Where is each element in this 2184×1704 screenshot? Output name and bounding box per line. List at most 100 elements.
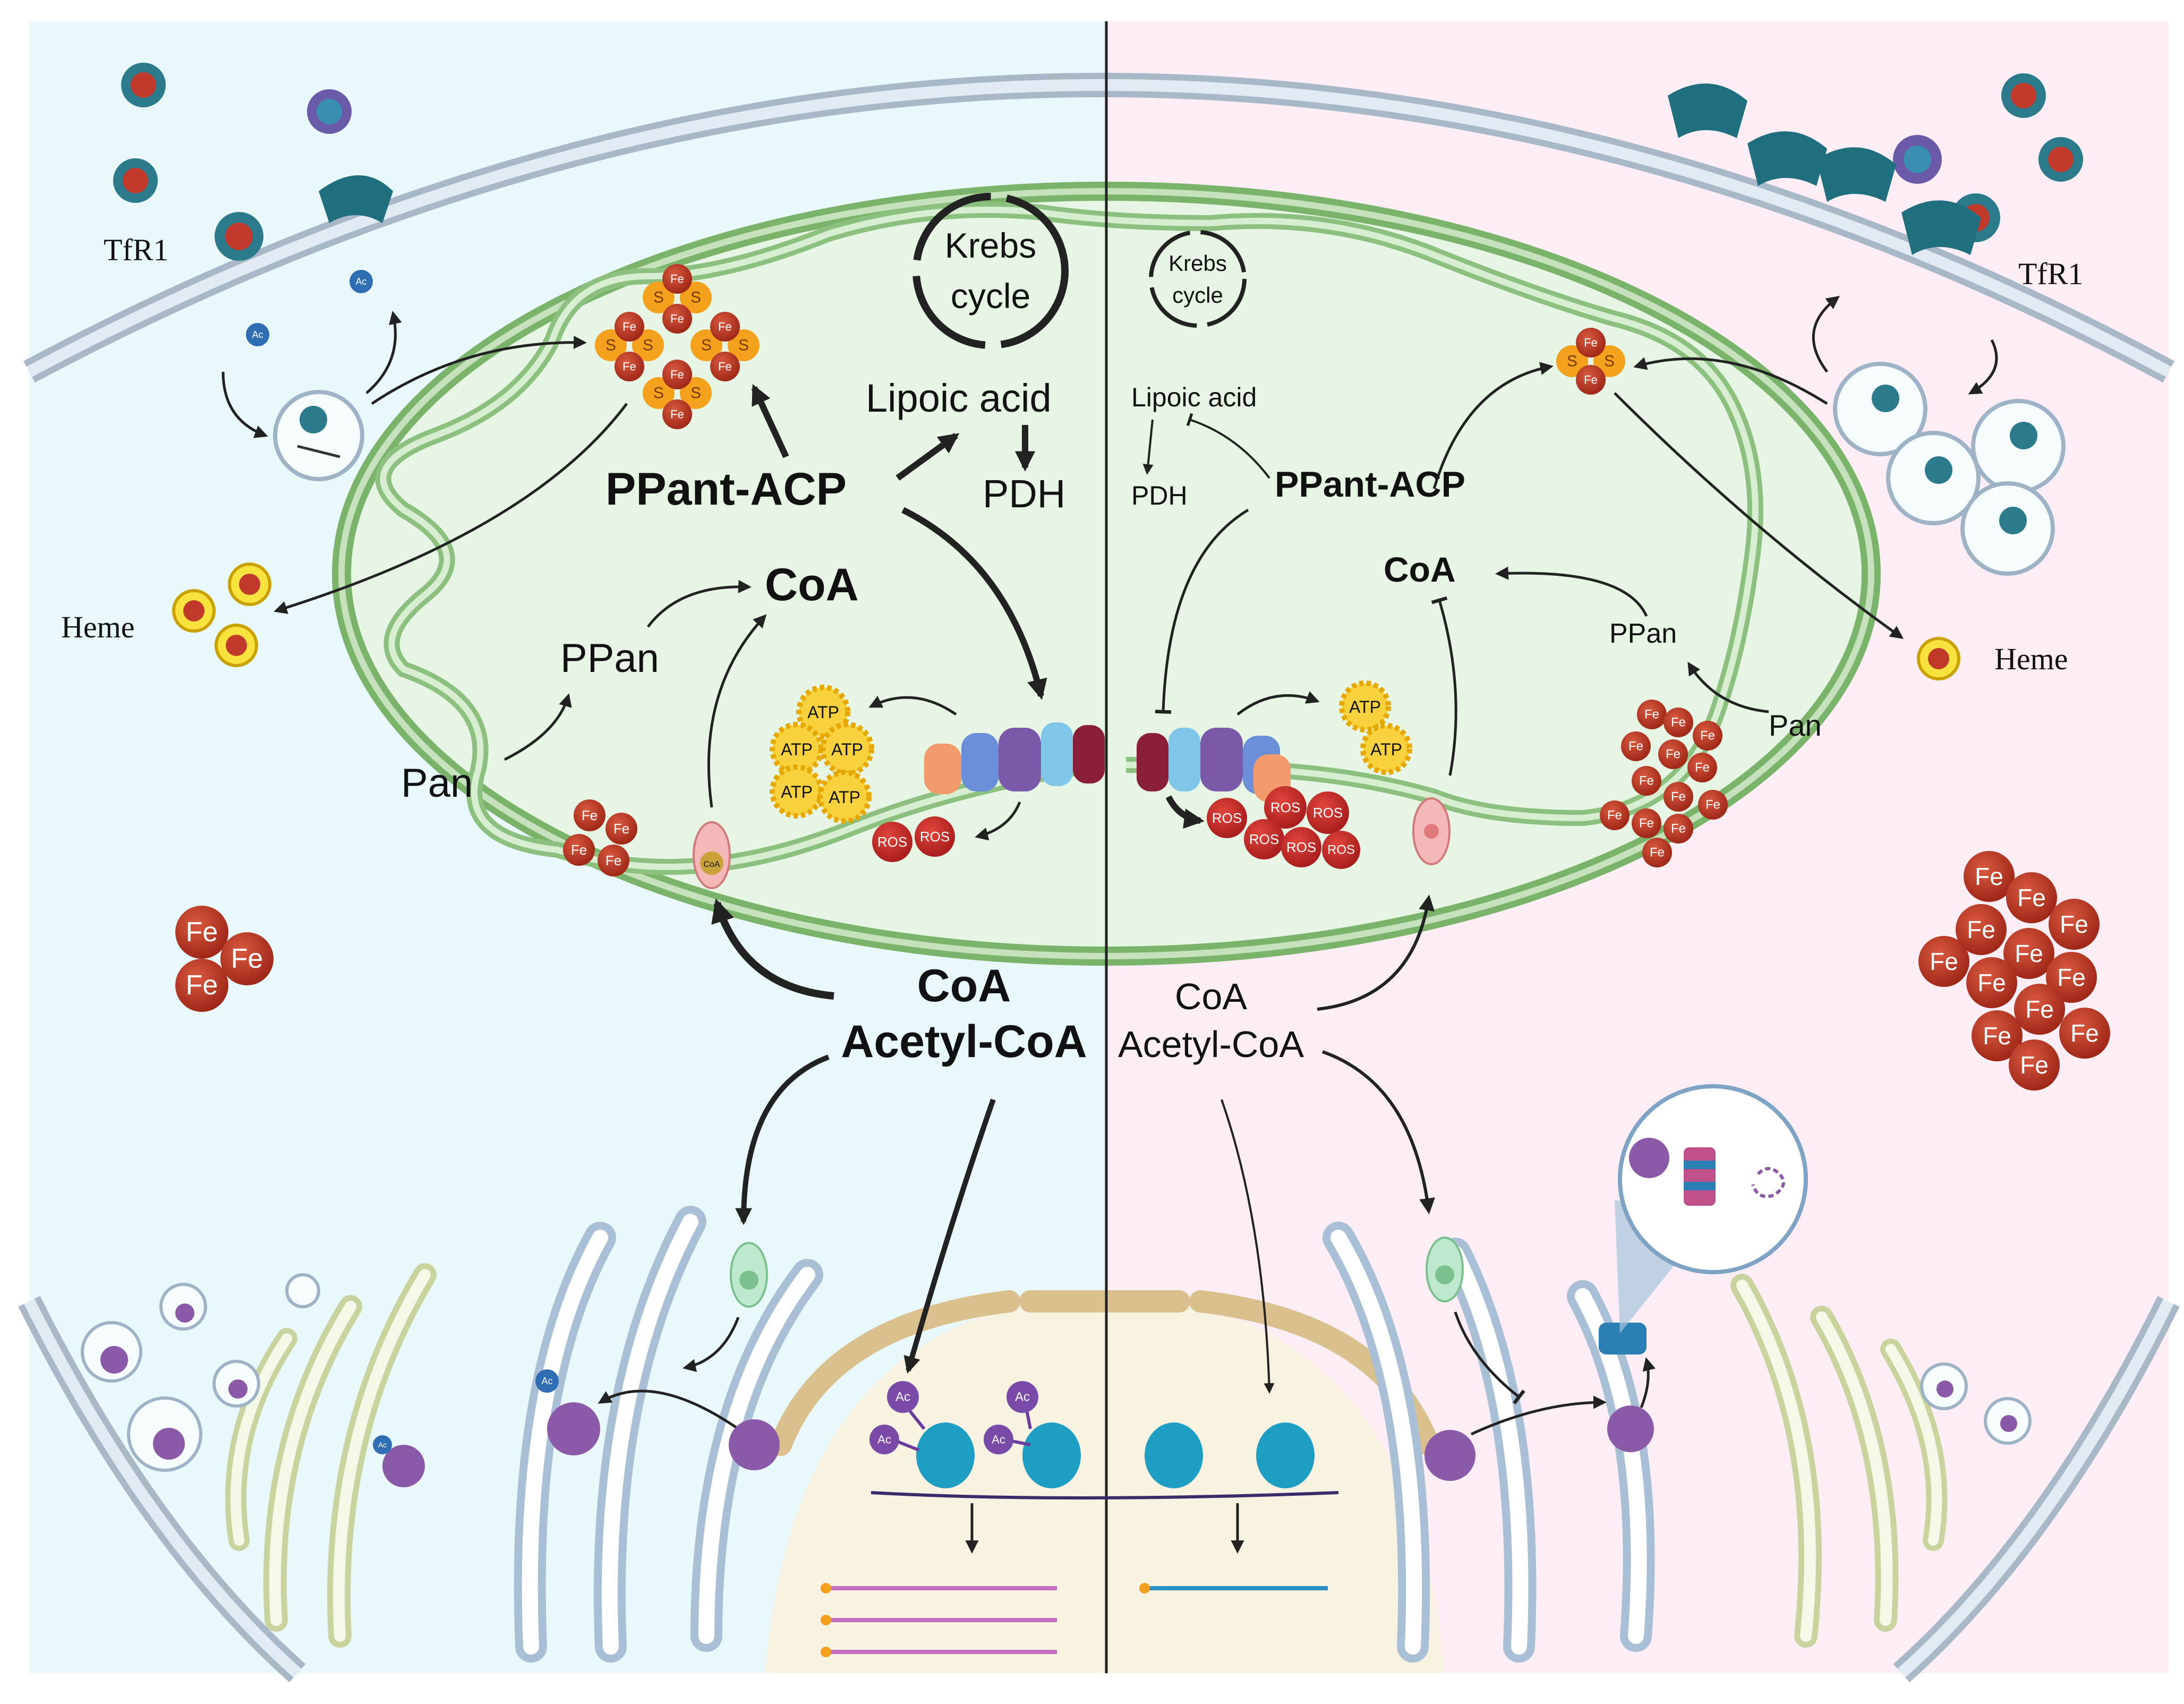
svg-text:ROS: ROS <box>920 829 950 845</box>
svg-text:ATP: ATP <box>781 782 813 802</box>
endosome-icon <box>273 390 364 481</box>
transporter-icon-golgi-right <box>1426 1237 1464 1302</box>
svg-text:Fe: Fe <box>718 360 732 373</box>
transcript-icon-left <box>821 1583 1057 1657</box>
svg-text:ROS: ROS <box>1327 843 1355 857</box>
lipoic-acid-label-right: Lipoic acid <box>1131 382 1257 412</box>
heme-label-left: Heme <box>61 610 135 644</box>
svg-text:S: S <box>1567 353 1577 370</box>
pan-label-left: Pan <box>401 761 473 806</box>
krebs-label-right-2: cycle <box>1172 283 1223 308</box>
svg-text:Ac: Ac <box>895 1390 910 1404</box>
histone-icon-right <box>1145 1422 1315 1488</box>
svg-text:Fe: Fe <box>1671 822 1686 836</box>
fe-sphere-icon-cytosol-left: Fe Fe Fe <box>175 906 274 1012</box>
nuclear-envelope-left <box>770 1290 1020 1456</box>
transferrin-receptor-icon <box>113 63 393 261</box>
coa-cyto-label-right: CoA <box>1175 976 1247 1017</box>
ppan-label-left: PPan <box>560 636 659 681</box>
pdh-label-right: PDH <box>1131 481 1188 510</box>
svg-text:Fe: Fe <box>1628 739 1643 754</box>
electron-transport-chain-left <box>924 722 1105 794</box>
vesicle-icon-right <box>1920 1362 2032 1445</box>
svg-text:S: S <box>605 337 616 354</box>
fe-sphere-icon-matrix-right: Fe Fe Fe Fe Fe Fe Fe Fe Fe Fe Fe Fe Fe <box>1600 700 1728 867</box>
svg-text:Fe: Fe <box>2057 964 2086 991</box>
svg-text:Fe: Fe <box>2017 884 2046 911</box>
transporter-icon-right <box>1412 797 1451 865</box>
svg-text:Fe: Fe <box>622 360 636 373</box>
svg-text:Fe: Fe <box>718 320 732 334</box>
histone-icon-left: Ac Ac Ac Ac <box>869 1381 1339 1499</box>
ros-sphere-icon-left: ROS ROS <box>872 816 955 862</box>
svg-text:ATP: ATP <box>1349 697 1381 717</box>
svg-text:Fe: Fe <box>2060 910 2088 938</box>
svg-text:S: S <box>690 385 701 402</box>
svg-text:CoA: CoA <box>703 860 720 869</box>
svg-text:Fe: Fe <box>1705 798 1720 812</box>
golgi-left <box>225 1206 823 1663</box>
protein-icon-left: Ac Ac <box>373 1369 780 1487</box>
svg-text:Fe: Fe <box>670 312 684 326</box>
lipoic-acid-label-left: Lipoic acid <box>866 376 1052 420</box>
krebs-label-left-1: Krebs <box>945 226 1036 265</box>
svg-text:Fe: Fe <box>186 970 218 1001</box>
svg-text:Ac: Ac <box>541 1376 552 1386</box>
acetyl-coa-label-left: Acetyl-CoA <box>841 1016 1087 1067</box>
svg-text:Fe: Fe <box>1666 747 1680 762</box>
svg-text:Fe: Fe <box>1967 916 1995 943</box>
svg-text:ATP: ATP <box>831 740 863 759</box>
heme-icon-left <box>172 563 271 667</box>
svg-text:Fe: Fe <box>231 943 263 974</box>
svg-text:Fe: Fe <box>2015 940 2043 967</box>
svg-text:Fe: Fe <box>2020 1051 2049 1079</box>
svg-text:Ac: Ac <box>1015 1390 1030 1404</box>
heme-label-right: Heme <box>1994 642 2068 676</box>
svg-text:Fe: Fe <box>1983 1022 2011 1050</box>
svg-text:Fe: Fe <box>1930 948 1958 975</box>
svg-text:ROS: ROS <box>877 834 907 850</box>
svg-text:Fe: Fe <box>582 807 598 823</box>
svg-text:Fe: Fe <box>670 408 684 421</box>
proteasome-icon <box>1615 1084 1808 1333</box>
svg-text:ROS: ROS <box>1249 831 1279 847</box>
protein-icon-right <box>1424 1323 1654 1481</box>
nucleus <box>765 1296 1445 1673</box>
svg-text:ATP: ATP <box>829 788 860 807</box>
svg-text:Fe: Fe <box>571 842 587 858</box>
coa-cyto-label-left: CoA <box>917 960 1011 1011</box>
krebs-label-right-1: Krebs <box>1168 251 1227 276</box>
svg-text:S: S <box>738 337 749 354</box>
vesicle-icon-left <box>81 1273 320 1472</box>
svg-text:Fe: Fe <box>613 821 629 837</box>
svg-text:ATP: ATP <box>1370 740 1402 759</box>
svg-text:S: S <box>701 337 712 354</box>
svg-text:Ac: Ac <box>252 329 263 340</box>
krebs-cycle-icon-right <box>1149 230 1247 328</box>
pan-label-right: Pan <box>1769 709 1822 742</box>
svg-text:Fe: Fe <box>186 917 218 948</box>
atp-star-icon-left: ATP ATP ATP ATP ATP <box>770 685 874 824</box>
transporter-icon-left: CoA <box>693 821 731 889</box>
svg-text:Fe: Fe <box>1671 790 1686 804</box>
ros-sphere-icon-right: ROS ROS ROS ROS ROS ROS <box>1207 786 1360 869</box>
svg-text:Fe: Fe <box>1639 816 1654 831</box>
tfr1-label-right: TfR1 <box>2018 257 2083 291</box>
krebs-label-left-2: cycle <box>951 276 1030 316</box>
coa-mito-label-left: CoA <box>765 559 859 610</box>
svg-text:Fe: Fe <box>1700 729 1715 743</box>
fe-sphere-icon-cytosol-right: Fe Fe Fe Fe Fe Fe Fe Fe Fe Fe Fe Fe <box>1918 851 2110 1090</box>
svg-text:Fe: Fe <box>1977 969 2006 996</box>
svg-text:Fe: Fe <box>1584 336 1598 350</box>
fe-sphere-icon-matrix-left: Fe Fe Fe Fe <box>563 799 637 876</box>
krebs-cycle-icon-left <box>912 193 1069 349</box>
transcript-icon-right <box>1139 1583 1328 1594</box>
tfr1-label-left: TfR1 <box>104 233 168 267</box>
svg-text:Ac: Ac <box>355 276 366 287</box>
svg-text:Fe: Fe <box>1671 715 1686 730</box>
ppant-acp-label-right: PPant-ACP <box>1275 464 1465 505</box>
svg-text:Ac: Ac <box>992 1433 1005 1446</box>
atp-star-icon-right: ATP ATP <box>1339 680 1412 775</box>
svg-text:Fe: Fe <box>1639 774 1654 788</box>
svg-text:Ac: Ac <box>877 1433 891 1446</box>
